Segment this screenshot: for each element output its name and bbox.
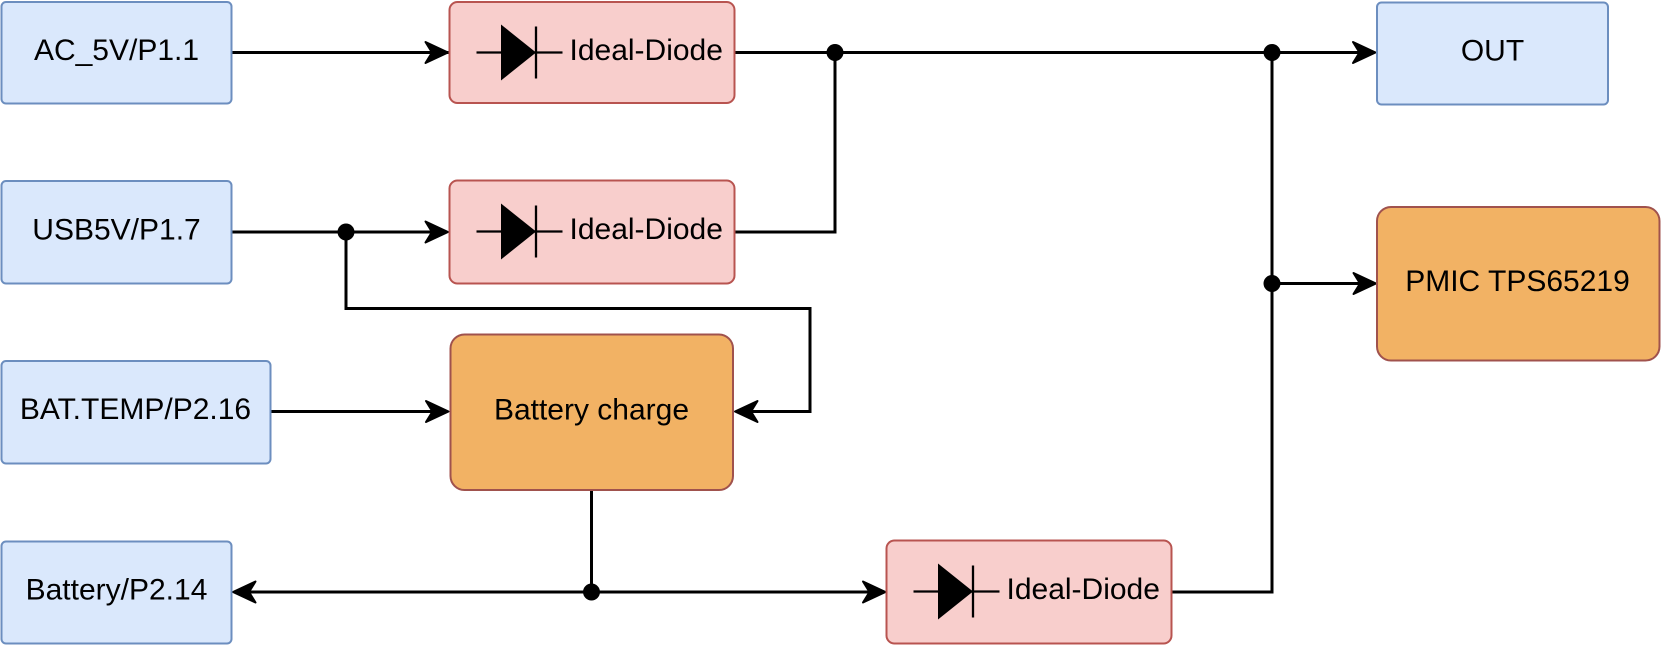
svg-text:AC_5V/P1.1: AC_5V/P1.1 bbox=[34, 34, 199, 67]
svg-text:Ideal-Diode: Ideal-Diode bbox=[570, 213, 723, 246]
svg-text:BAT.TEMP/P2.16: BAT.TEMP/P2.16 bbox=[20, 393, 251, 426]
svg-text:Ideal-Diode: Ideal-Diode bbox=[570, 34, 723, 67]
svg-text:OUT: OUT bbox=[1461, 35, 1524, 68]
svg-text:Battery/P2.14: Battery/P2.14 bbox=[26, 574, 208, 607]
svg-text:USB5V/P1.7: USB5V/P1.7 bbox=[32, 214, 200, 247]
svg-text:Battery charge: Battery charge bbox=[494, 394, 689, 427]
svg-text:PMIC TPS65219: PMIC TPS65219 bbox=[1405, 265, 1630, 298]
svg-text:Ideal-Diode: Ideal-Diode bbox=[1007, 573, 1160, 606]
